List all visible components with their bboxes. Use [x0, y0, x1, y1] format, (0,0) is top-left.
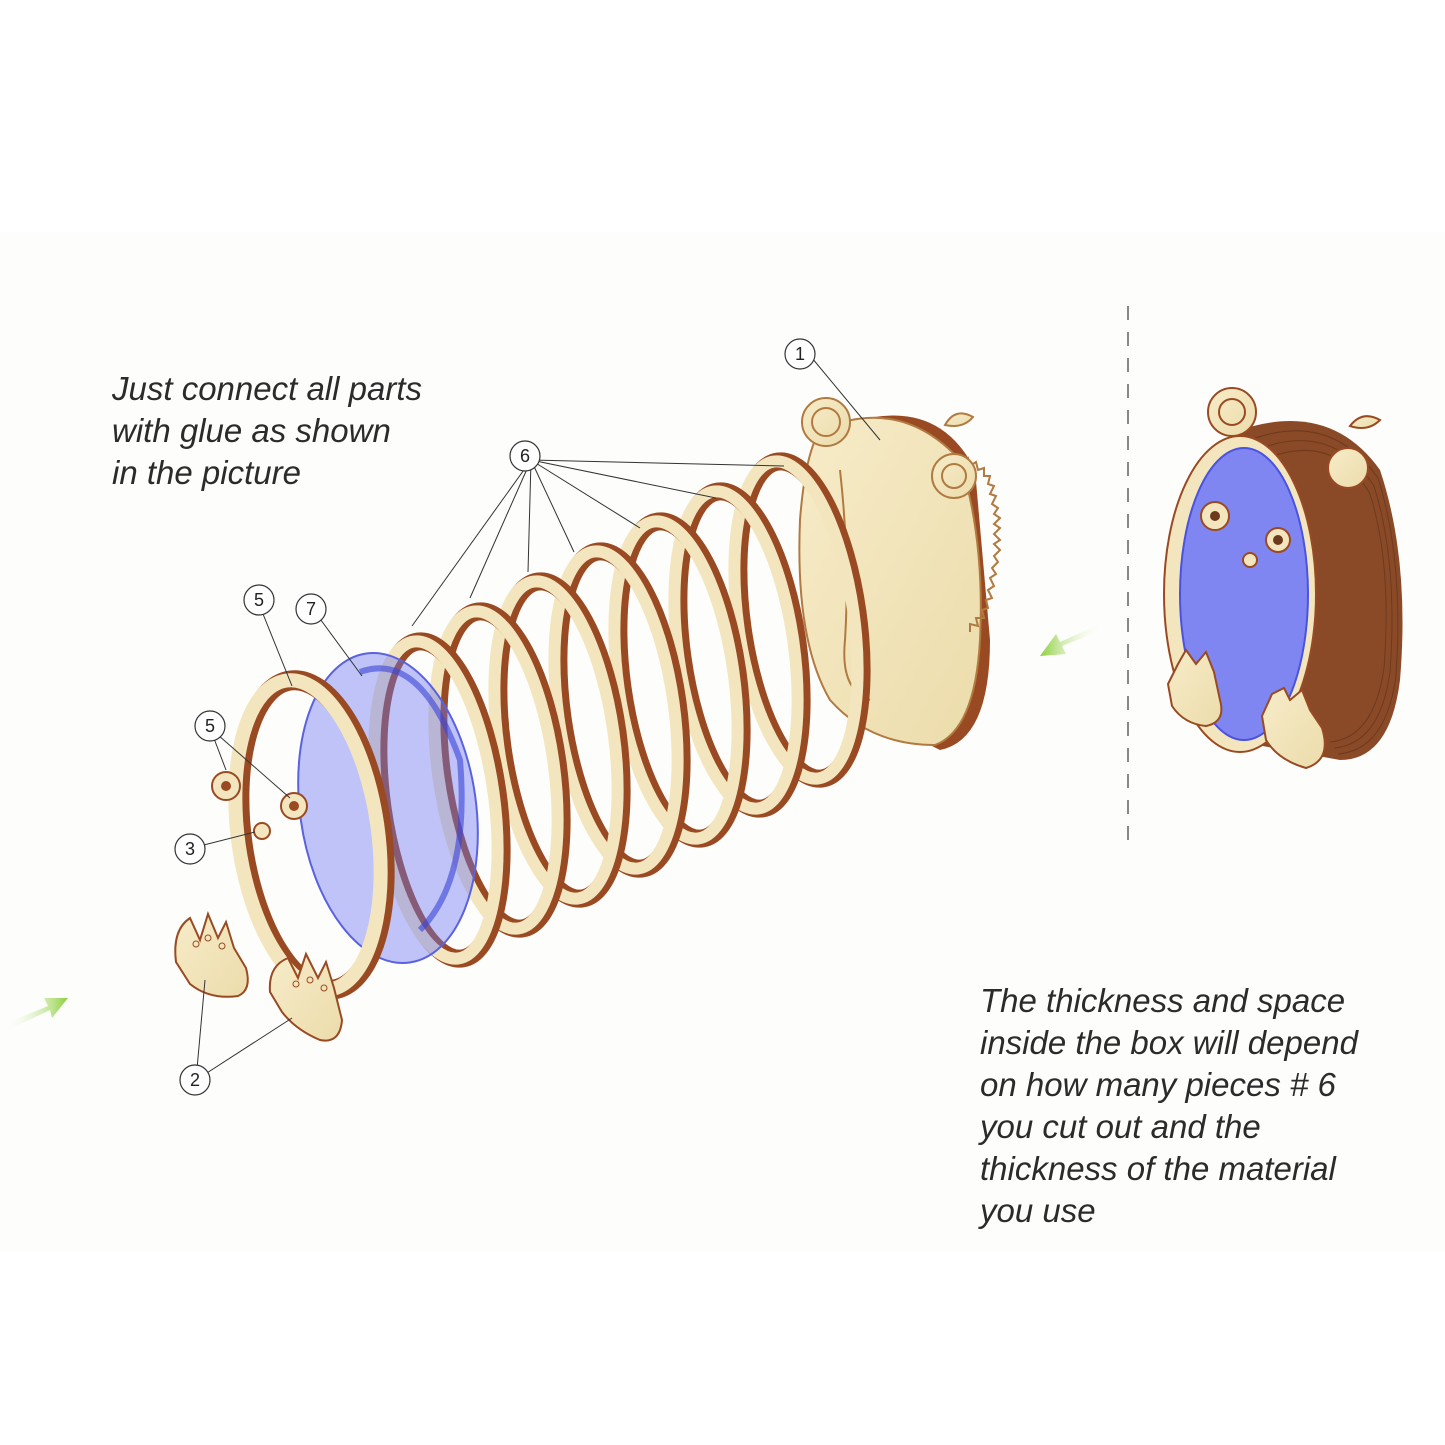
- paw-right: [268, 951, 344, 1042]
- eye-piece-left: [211, 771, 241, 801]
- callout-5-ring-label: 5: [254, 590, 264, 610]
- note-line: you cut out and the: [980, 1108, 1261, 1145]
- callout-1-label: 1: [795, 344, 805, 364]
- callout-6-label: 6: [520, 446, 530, 466]
- callout-2: 2: [179, 1064, 211, 1096]
- note-line: in the picture: [112, 454, 301, 491]
- callout-5-eyes-label: 5: [205, 716, 215, 736]
- note-line: with glue as shown: [112, 412, 391, 449]
- callout-3: 3: [174, 833, 206, 865]
- ring-frames-part-6: [368, 452, 871, 968]
- assembled-box-preview: [1163, 387, 1403, 770]
- callout-7-label: 7: [306, 599, 316, 619]
- ring-frame: [668, 482, 811, 818]
- ring-frame: [548, 542, 691, 878]
- direction-arrow-left: [1040, 624, 1102, 656]
- eye-piece-right: [280, 792, 308, 820]
- note-line: on how many pieces # 6: [980, 1066, 1336, 1103]
- callout-7: 7: [295, 593, 327, 625]
- ring-frame: [728, 452, 871, 788]
- note-line: inside the box will depend: [980, 1024, 1358, 1061]
- ring-frame: [428, 602, 571, 938]
- back-panel-part-1: [798, 397, 1002, 750]
- nose-piece-part-3: [253, 822, 271, 840]
- callout-5-eyes: 5: [194, 710, 226, 742]
- paw-left: [174, 911, 249, 998]
- callout-2-label: 2: [190, 1070, 200, 1090]
- note-line: thickness of the material: [980, 1150, 1336, 1187]
- assembly-instruction-note: Just connect all parts with glue as show…: [112, 368, 422, 494]
- note-line: you use: [980, 1192, 1096, 1229]
- callout-5-ring: 5: [243, 584, 275, 616]
- thickness-note: The thickness and space inside the box w…: [980, 980, 1358, 1232]
- note-line: Just connect all parts: [112, 370, 422, 407]
- ring-frame: [488, 572, 631, 908]
- callout-1: 1: [784, 338, 816, 370]
- callout-6: 6: [509, 440, 541, 472]
- callout-3-label: 3: [185, 839, 195, 859]
- ring-frame: [608, 512, 751, 848]
- note-line: The thickness and space: [980, 982, 1346, 1019]
- direction-arrow-right: [4, 998, 68, 1030]
